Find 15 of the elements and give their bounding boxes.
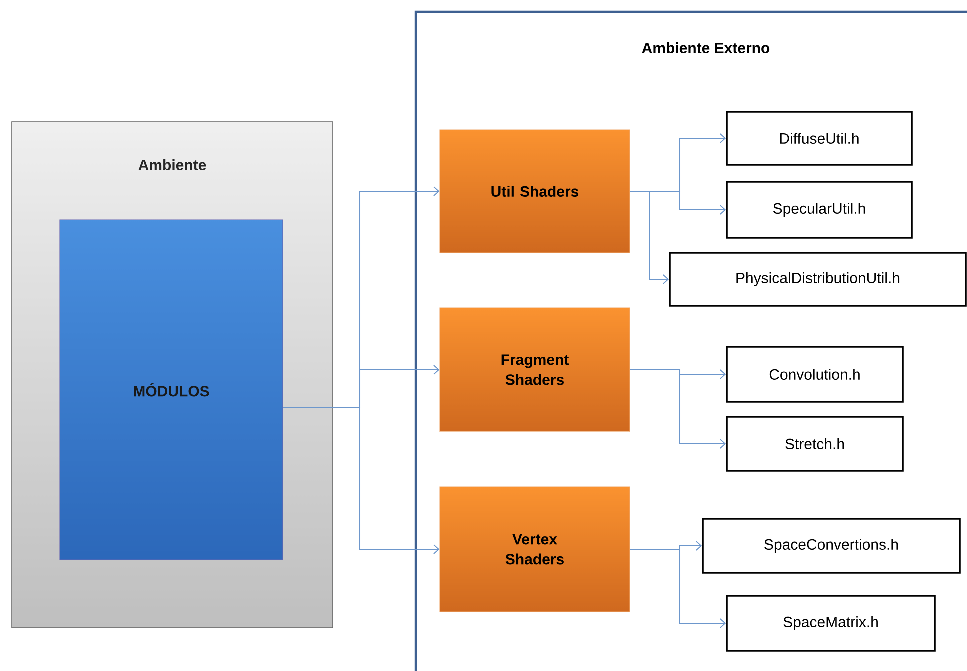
arrow <box>630 370 726 449</box>
arrow <box>282 408 440 554</box>
file-box: DiffuseUtil.h <box>726 111 913 166</box>
shader-box: Fragment Shaders <box>440 308 630 432</box>
file-box: SpecularUtil.h <box>726 181 913 239</box>
arrow <box>630 549 726 628</box>
file-box: Convolution.h <box>726 346 904 403</box>
file-box: SpaceConvertions.h <box>702 518 961 574</box>
shader-box: Util Shaders <box>440 130 630 254</box>
file-box: SpaceMatrix.h <box>726 595 936 652</box>
shader-box: Vertex Shaders <box>440 486 630 612</box>
arrow <box>630 191 670 284</box>
file-box: Stretch.h <box>726 416 904 472</box>
file-box: PhysicalDistributionUtil.h <box>669 252 967 307</box>
module-box: MÓDULOS <box>60 220 284 560</box>
